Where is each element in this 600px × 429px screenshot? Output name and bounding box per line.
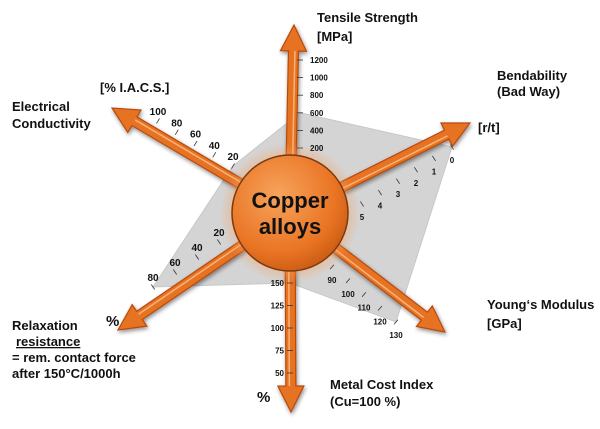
tick-label-conductivity: 20: [227, 152, 239, 163]
tick-label-bend: 3: [396, 190, 401, 199]
tick-label-conductivity: 60: [190, 130, 202, 141]
tick-mark-relax: [194, 254, 200, 260]
tick-label-cost: 50: [275, 369, 284, 378]
tick-mark-bend: [378, 189, 382, 196]
tick-label-youngs: 90: [328, 276, 337, 285]
youngs-title: Young‘s Modulus: [487, 297, 594, 312]
tick-label-cost: 75: [275, 347, 284, 356]
conductivity-unit: [% I.A.C.S.]: [100, 80, 169, 95]
tick-label-tensile: 1000: [310, 74, 328, 83]
tick-mark-relax: [150, 284, 156, 290]
tick-label-conductivity: 40: [209, 141, 221, 152]
bend-subtitle: (Bad Way): [497, 84, 560, 99]
relax-title-3: = rem. contact force: [12, 350, 136, 365]
tick-label-cost: 150: [271, 279, 285, 288]
relax-title-2: resistance: [16, 334, 80, 349]
tick-label-relax: 20: [213, 228, 225, 239]
tick-mark-bend: [450, 144, 454, 150]
tick-label-relax: 60: [169, 258, 181, 269]
center-node: Copper alloys: [220, 143, 360, 283]
tick-label-youngs: 130: [389, 331, 403, 340]
tick-mark-conductivity: [174, 129, 179, 136]
axis-ticks: 2004006008001000120001234590100110120130…: [147, 56, 454, 378]
center-label-line1: Copper: [252, 188, 329, 213]
tensile-title: Tensile Strength: [317, 10, 418, 25]
conductivity-title-2: Conductivity: [12, 116, 91, 131]
tick-label-tensile: 1200: [310, 56, 328, 65]
tick-label-conductivity: 80: [171, 118, 183, 129]
tick-label-relax: 40: [191, 243, 203, 254]
cost-subtitle: (Cu=100 %): [330, 394, 400, 409]
tick-mark-conductivity: [231, 163, 235, 169]
center-label-line2: alloys: [259, 214, 321, 239]
tick-label-conductivity: 100: [150, 107, 167, 118]
youngs-unit: [GPa]: [487, 316, 522, 331]
tick-mark-youngs: [393, 319, 399, 325]
tick-label-bend: 1: [432, 167, 437, 176]
bend-unit: [r/t]: [478, 120, 500, 135]
relax-unit: %: [106, 313, 119, 330]
tensile-unit: [MPa]: [317, 29, 352, 44]
tick-mark-bend: [414, 167, 418, 173]
tick-label-youngs: 120: [373, 317, 387, 326]
bend-title: Bendability: [497, 68, 568, 83]
tick-label-youngs: 100: [341, 290, 355, 299]
tick-mark-youngs: [361, 291, 367, 298]
tick-mark-youngs: [377, 305, 383, 311]
cost-unit: %: [257, 389, 270, 406]
tick-label-bend: 5: [360, 213, 365, 222]
tick-mark-conductivity: [193, 140, 198, 147]
tick-mark-bend: [396, 178, 400, 184]
tick-label-relax: 80: [147, 273, 159, 284]
tick-label-bend: 2: [414, 179, 419, 188]
relax-title-4: after 150°C/1000h: [12, 366, 121, 381]
tick-label-tensile: 400: [310, 126, 324, 135]
tick-mark-relax: [172, 269, 178, 275]
conductivity-title-1: Electrical: [12, 99, 70, 114]
cost-title: Metal Cost Index: [330, 377, 434, 392]
tick-mark-youngs: [345, 278, 351, 284]
tick-label-cost: 125: [271, 302, 285, 311]
tick-label-tensile: 600: [310, 109, 324, 118]
tick-mark-bend: [360, 201, 364, 207]
tick-mark-relax: [216, 239, 222, 245]
tick-label-cost: 100: [271, 324, 285, 333]
tick-label-bend: 4: [378, 202, 383, 211]
tick-mark-bend: [432, 155, 436, 162]
tick-label-bend: 0: [450, 156, 455, 165]
relax-title-1: Relaxation: [12, 318, 78, 333]
tick-mark-conductivity: [212, 151, 217, 158]
tick-mark-conductivity: [156, 118, 160, 124]
tick-label-tensile: 800: [310, 91, 324, 100]
tick-label-youngs: 110: [358, 304, 371, 313]
